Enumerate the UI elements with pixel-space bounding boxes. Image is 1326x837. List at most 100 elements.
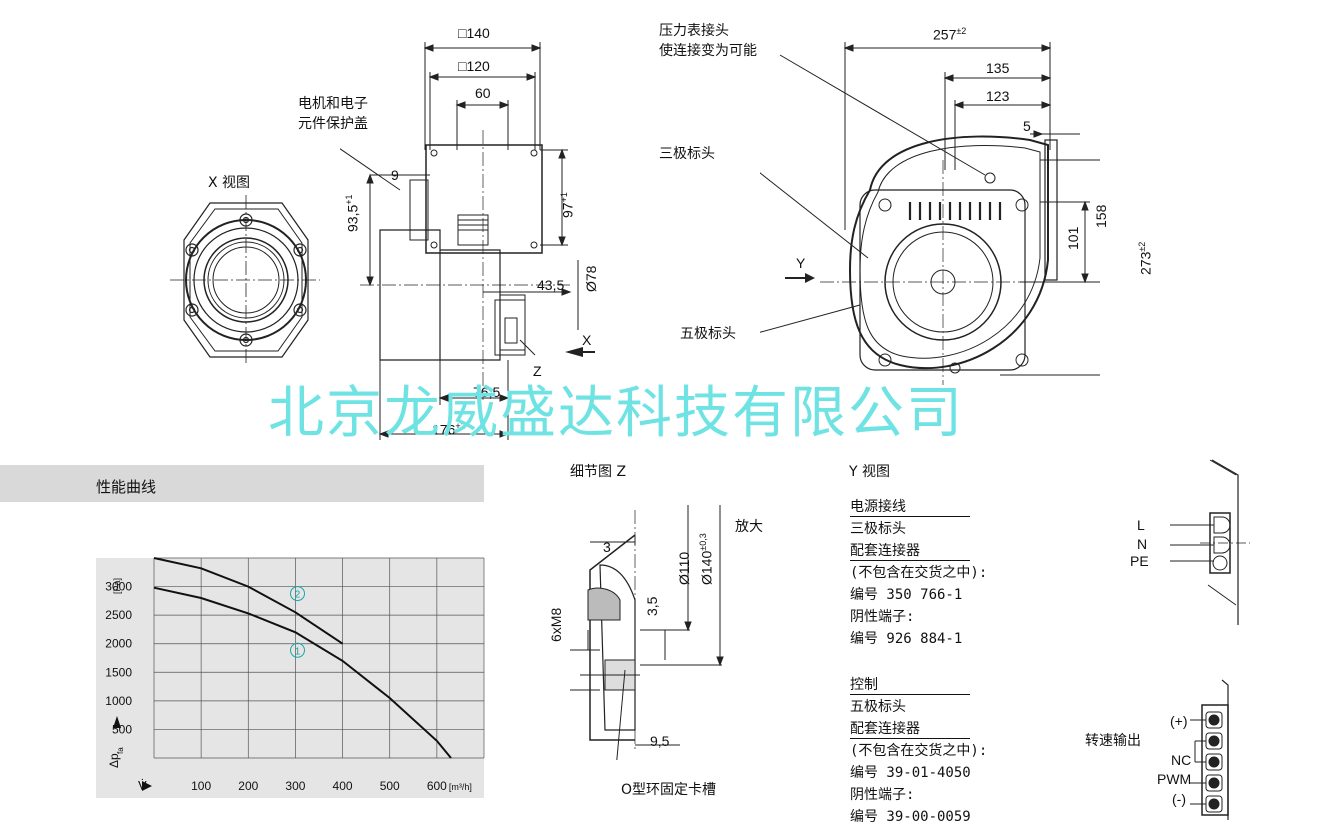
dim-135: 135 [986,60,1010,76]
dim-273-value: 273 [1137,251,1154,275]
power-pin-n: N [1137,536,1148,552]
control-pin-minus: (-) [1172,791,1186,807]
five-pole-label: 五极标头 [680,326,736,342]
x-tick-label: 500 [380,779,400,793]
detail-z-drawing [570,505,724,760]
control-pin-speed: 转速输出 [1085,733,1141,749]
control-mating-line-3: 阴性端子: [850,787,915,803]
series-line-2 [153,557,344,645]
pressure-tap-label-1: 压力表接头 [659,23,729,39]
x-view-drawing [170,195,320,365]
y-tick-label: 3000 [105,580,132,594]
power-mating-line-2: 编号 350 766-1 [850,587,963,603]
dim-110: Ø110 [676,551,692,585]
enlarge-label: 放大 [735,519,763,535]
dim-93: 93,5+1 [344,194,361,232]
y-view-title: Y 视图 [849,464,891,480]
power-connector-drawing [1170,459,1250,625]
dim-120: □120 [458,58,490,74]
y-tick-label: 1000 [105,694,132,708]
front-view-drawing [760,42,1100,385]
y-tick-label: 1500 [105,665,132,679]
dim-273-tol: ±2 [1137,241,1147,252]
control-mating-line-1: (不包含在交货之中): [850,743,988,759]
performance-title: 性能曲线 [96,478,157,496]
power-pin-l: L [1137,517,1145,533]
dim-3: 3 [603,539,611,555]
company-watermark: 北京龙威盛达科技有限公司 [268,381,964,446]
dim-9-5: 9,5 [650,733,670,749]
control-pin-nc: NC [1171,752,1192,768]
dim-257-value: 257 [933,26,957,43]
series-marker-2 [290,586,305,602]
y-axis-arrow [113,716,121,728]
dim-5: 5 [1023,118,1031,134]
dim-158: 158 [1093,204,1109,228]
dim-140: □140 [458,25,490,41]
y-unit-label: [Pa] [112,578,122,594]
dim-176-tol: +3 [455,421,466,431]
y-axis-label: Δp [107,753,121,768]
y-tick-label: 2000 [105,637,132,651]
dim-140-detail-tol: ±0,3 [698,533,708,551]
dim-97: 97+1 [559,192,576,218]
power-mating-line-1: (不包含在交货之中): [850,565,988,581]
x-axis-arrow [142,781,152,791]
dim-93-tol: +1 [344,194,354,205]
dim-78: Ø78 [583,265,599,292]
control-mating-line-4: 编号 39-00-0059 [850,809,971,825]
power-line-1: 三极标头 [850,521,906,537]
control-title: 控制 [850,678,970,695]
x-unit-label: [m³/h] [449,782,472,792]
dim-76-5: 76,5 [473,384,501,400]
control-mating-title: 配套连接器 [850,722,970,739]
series-line-1 [153,586,452,759]
dim-140-detail-value: Ø140 [698,550,715,585]
three-pole-label: 三极标头 [659,146,715,162]
motor-cover-label-2: 元件保护盖 [298,116,368,132]
dim-140-detail: Ø140±0,3 [698,533,715,585]
dim-257-tol: ±2 [956,26,967,36]
dim-273: 273±2 [1137,241,1154,275]
label-z: Z [533,363,542,379]
power-mating-title: 配套连接器 [850,544,970,561]
dim-176-value: 176 [432,421,456,438]
detail-z-title: 细节图 Z [570,464,627,480]
pressure-tap-label-2: 使连接变为可能 [659,43,757,59]
x-tick-label: 100 [191,779,211,793]
series-marker-1 [290,642,305,658]
series-marker-label-2: 2 [295,590,301,601]
oring-label: O型环固定卡槽 [621,782,717,798]
x-view-title: X 视图 [208,175,251,191]
x-tick-label: 200 [238,779,258,793]
dim-9: 9 [391,167,399,183]
control-line-1: 五极标头 [850,699,906,715]
dim-93-value: 93,5 [344,204,361,232]
y-axis-label-sub: fa [116,747,125,754]
dim-43-5: 43,5 [537,277,565,293]
series-marker-label-1: 1 [295,646,301,657]
label-x-arrow: X [582,332,592,348]
control-mating-line-2: 编号 39-01-4050 [850,765,971,781]
performance-header: 性能曲线 [0,465,484,502]
side-view-drawing [340,42,595,440]
dim-6xm8: 6xM8 [548,607,564,642]
label-y-arrow: Y [796,255,806,271]
dim-97-tol: +1 [559,192,569,203]
dim-101: 101 [1065,226,1081,250]
x-tick-label: 400 [333,779,353,793]
control-connector-drawing [1190,679,1229,820]
control-pin-pwm: PWM [1157,771,1192,787]
power-mating-line-3: 阴性端子: [850,609,915,625]
dim-3-5: 3,5 [644,596,660,616]
dim-176: 176+3 [432,422,466,437]
power-title: 电源接线 [850,500,970,517]
x-tick-label: 600 [427,779,447,793]
dim-60: 60 [475,85,491,101]
dim-123: 123 [986,88,1010,104]
x-tick-label: 300 [285,779,305,793]
power-mating-line-4: 编号 926 884-1 [850,631,963,647]
dim-97-value: 97 [559,202,576,218]
power-pin-pe: PE [1130,553,1149,569]
